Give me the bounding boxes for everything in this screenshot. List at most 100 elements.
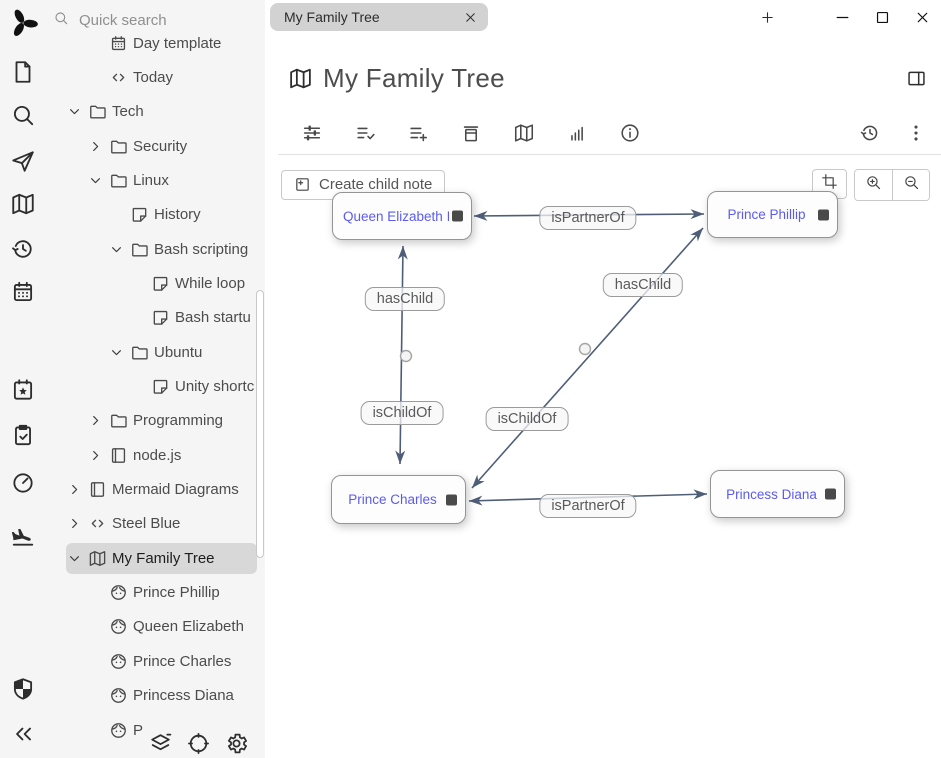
chevron-down-icon[interactable] [108, 240, 130, 258]
tree-item-bash-startu[interactable]: Bash startu [66, 302, 257, 333]
tree-item-princess-diana[interactable]: Princess Diana [66, 680, 257, 711]
window-maximize-button[interactable] [874, 9, 891, 26]
relation-label-haschild[interactable]: hasChild [602, 273, 684, 297]
task-manager-button[interactable] [10, 422, 36, 448]
tree-scrollbar[interactable] [256, 290, 264, 558]
ribbon-note-info-button[interactable] [619, 122, 641, 144]
tree-item-my-family-tree[interactable]: My Family Tree [66, 542, 257, 574]
quick-search[interactable]: Quick search [53, 6, 258, 34]
book-icon [109, 446, 133, 465]
ribbon-note-paths-button[interactable] [460, 122, 482, 144]
history-icon [10, 240, 36, 266]
tree-item-history[interactable]: History [66, 199, 257, 230]
tree-item-today[interactable]: Today [66, 62, 257, 93]
map-node-queen-elizabeth-ii[interactable]: Queen Elizabeth II [332, 192, 472, 240]
tree-item-steel-blue[interactable]: Steel Blue [66, 508, 257, 539]
protected-session-button[interactable] [10, 676, 36, 702]
chevron-right-icon[interactable] [87, 412, 109, 430]
zoom-in-button[interactable] [855, 169, 892, 200]
scroll-to-active-note-button[interactable] [186, 731, 211, 756]
map-node-princess-diana[interactable]: Princess Diana [710, 470, 845, 518]
tree-item-label: Linux [133, 171, 169, 189]
ribbon-similar-notes-button[interactable] [566, 122, 588, 144]
travel-button[interactable] [10, 523, 36, 549]
tree-item-prince-phillip[interactable]: Prince Phillip [66, 577, 257, 608]
today-button[interactable] [10, 377, 36, 403]
node-resize-handle[interactable] [446, 494, 457, 505]
chevron-down-icon[interactable] [108, 343, 130, 361]
tree-settings-button[interactable] [224, 731, 249, 756]
tree-item-tech[interactable]: Tech [66, 96, 257, 127]
info-icon [619, 124, 641, 148]
map-node-prince-charles[interactable]: Prince Charles [331, 475, 466, 524]
tree-item-while-loop[interactable]: While loop [66, 268, 257, 299]
window-minimize-button[interactable] [834, 9, 851, 26]
node-resize-handle[interactable] [818, 209, 829, 220]
chevron-down-icon[interactable] [87, 171, 109, 189]
ribbon-owned-attributes-button[interactable] [354, 122, 376, 144]
dashboard-button[interactable] [10, 470, 36, 496]
tree-item-p[interactable]: P [66, 715, 257, 746]
tree-item-node-js[interactable]: node.js [66, 440, 257, 471]
tree-item-programming[interactable]: Programming [66, 405, 257, 436]
relation-label-haschild[interactable]: hasChild [364, 287, 446, 311]
list-plus-icon [407, 127, 429, 148]
tree-item-bash-scripting[interactable]: Bash scripting [66, 234, 257, 265]
map-node-prince-phillip[interactable]: Prince Phillip [707, 191, 838, 238]
node-resize-handle[interactable] [452, 210, 463, 222]
tree-item-label: My Family Tree [112, 549, 215, 567]
note-map-button[interactable] [10, 191, 36, 217]
note-icon [151, 377, 175, 396]
calendar-button[interactable] [10, 279, 36, 305]
tree-item-mermaid-diagrams[interactable]: Mermaid Diagrams [66, 474, 257, 505]
window-close-button[interactable] [914, 9, 931, 26]
tab-close-icon[interactable] [463, 10, 478, 25]
chevron-right-icon[interactable] [87, 446, 109, 464]
jump-to-note-button[interactable] [10, 148, 36, 174]
node-resize-handle[interactable] [825, 488, 836, 500]
tree-item-queen-elizabeth[interactable]: Queen Elizabeth [66, 611, 257, 642]
new-note-button[interactable] [10, 59, 36, 85]
note-icon [130, 205, 154, 224]
ribbon-options-menu-button[interactable] [905, 122, 927, 144]
tree-item-day-template[interactable]: Day template [66, 28, 257, 59]
ribbon-inherited-attributes-button[interactable] [407, 122, 429, 144]
ribbon-note-map-button[interactable] [513, 122, 535, 144]
tree-item-ubuntu[interactable]: Ubuntu [66, 337, 257, 368]
folder-icon [88, 102, 112, 121]
recent-changes-button[interactable] [10, 236, 36, 262]
relation-label-ischildof[interactable]: isChildOf [360, 401, 444, 425]
sliders-icon [301, 125, 323, 148]
calendar-icon [109, 34, 133, 53]
chevron-right-icon[interactable] [87, 137, 109, 155]
tree-item-security[interactable]: Security [66, 131, 257, 162]
map-node-title[interactable]: Prince Charles [348, 492, 437, 507]
tree-item-unity-shortc[interactable]: Unity shortc [66, 371, 257, 402]
tab-my-family-tree[interactable]: My Family Tree [270, 3, 488, 31]
expander-spacer [129, 309, 151, 327]
saved-search-button[interactable] [148, 731, 173, 756]
ribbon-revisions-button[interactable] [859, 122, 881, 144]
chevron-down-icon[interactable] [66, 103, 88, 121]
zoom-out-button[interactable] [892, 169, 929, 200]
content-area: My Family Tree My Family Tree Create chi… [265, 0, 941, 758]
chevron-right-icon[interactable] [66, 481, 88, 499]
chevron-down-icon[interactable] [66, 549, 88, 567]
tree-item-linux[interactable]: Linux [66, 165, 257, 196]
map-node-title[interactable]: Princess Diana [726, 486, 817, 502]
ribbon-basic-properties-button[interactable] [301, 122, 323, 144]
tree-item-prince-charles[interactable]: Prince Charles [66, 646, 257, 677]
map-node-title[interactable]: Prince Phillip [727, 207, 806, 222]
clipboard-check-icon [10, 424, 36, 452]
create-split-button[interactable] [906, 68, 927, 89]
search-button[interactable] [10, 102, 36, 128]
chevron-right-icon[interactable] [66, 515, 88, 533]
gear-icon [224, 733, 249, 758]
relation-label-ispartnerof[interactable]: isPartnerOf [539, 206, 637, 230]
collapse-pane-button[interactable] [10, 721, 36, 747]
new-tab-button[interactable] [760, 10, 775, 25]
relation-label-ischildof[interactable]: isChildOf [485, 407, 569, 431]
map-node-title[interactable]: Queen Elizabeth II [343, 208, 449, 224]
relation-label-ispartnerof[interactable]: isPartnerOf [539, 494, 637, 518]
